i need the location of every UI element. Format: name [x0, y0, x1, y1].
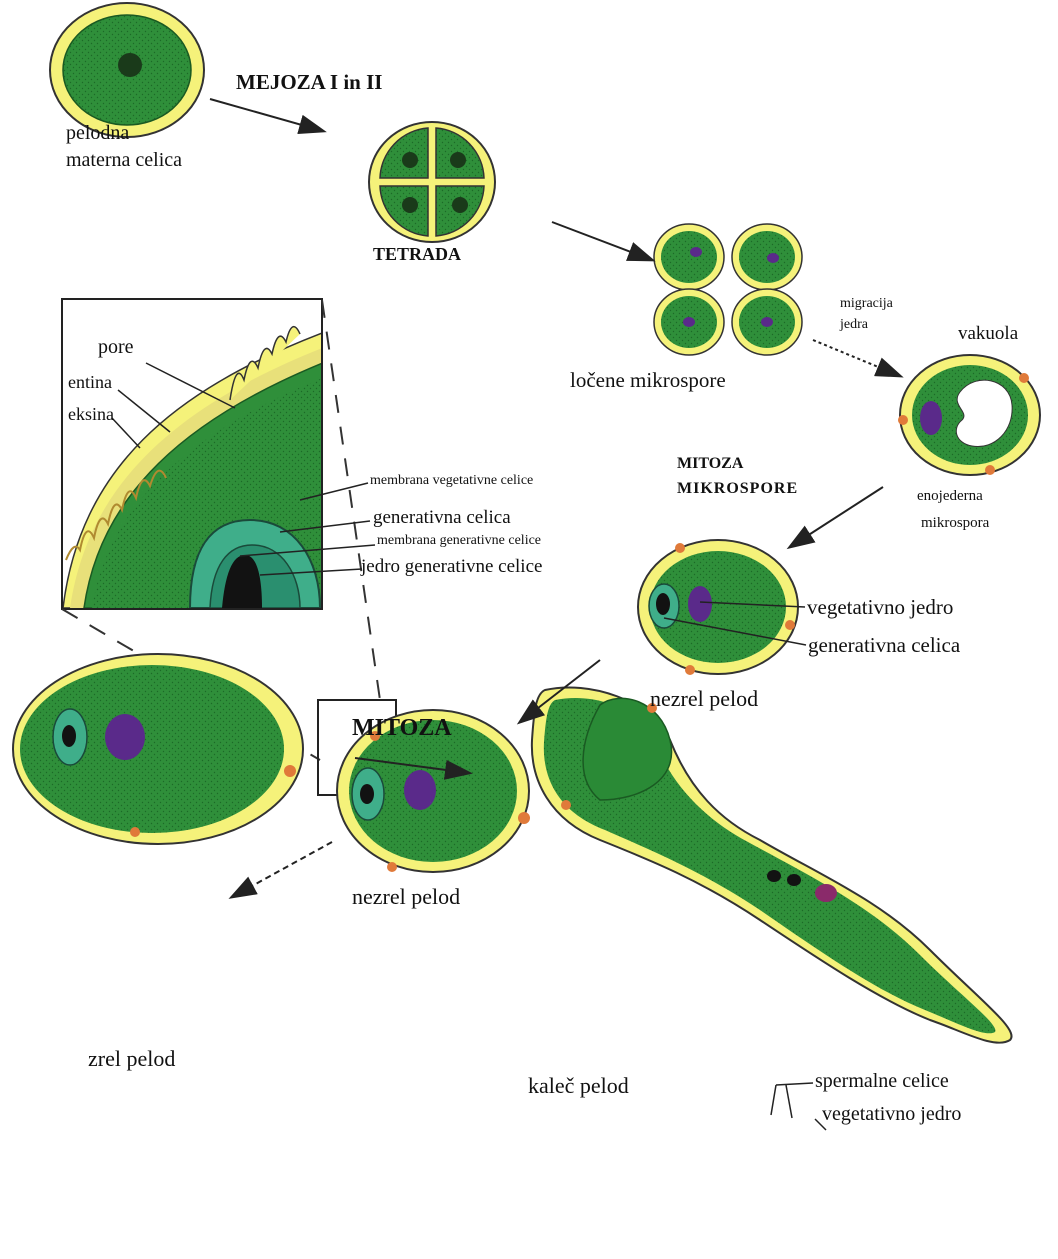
label-vacuole: vakuola: [958, 323, 1018, 345]
pollen-mother-cell: [50, 3, 204, 137]
separated-microspores: [654, 224, 802, 355]
label-intine: entina: [68, 372, 112, 393]
label-migration-2: jedra: [840, 317, 868, 333]
uninucleate-microspore: [898, 355, 1040, 475]
label-generative-membrane: membrana generativne celice: [377, 533, 541, 549]
arrow-separate: [552, 222, 652, 260]
label-mitosis-microspore-2: MIKROSPORE: [677, 480, 798, 498]
label-vegetative-membrane: membrana vegetativne celice: [370, 473, 533, 489]
mature-pollen: [13, 654, 303, 844]
label-pore: pore: [98, 336, 134, 359]
label-meiosis: MEJOZA I in II: [236, 70, 382, 94]
label-exine: eksina: [68, 404, 114, 425]
label-separated-microspores: ločene mikrospore: [570, 368, 726, 392]
arrow-to-mature: [232, 842, 332, 897]
label-tetrad: TETRADA: [373, 244, 461, 265]
germinating-pollen: [532, 687, 1012, 1042]
label-germinating-pollen: kaleč pelod: [528, 1073, 629, 1098]
label-mature-pollen: zrel pelod: [88, 1046, 175, 1071]
label-migration-1: migracija: [840, 296, 893, 312]
label-vegetative-nucleus: vegetativno jedro: [807, 595, 953, 619]
tetrad: [369, 122, 495, 242]
label-sperm-cells: spermalne celice: [815, 1070, 949, 1093]
label-generative-nucleus: jedro generativne celice: [361, 556, 542, 578]
label-vegetative-nucleus-2: vegetativno jedro: [822, 1103, 961, 1126]
label-generative-cell: generativna celica: [373, 507, 511, 529]
label-generative-cell-2: generativna celica: [808, 633, 960, 657]
arrow-meiosis: [210, 99, 323, 131]
label-uninucleate-1: enojederna: [917, 488, 983, 505]
immature-pollen-1: [638, 540, 798, 675]
arrow-mitosis-microspore: [790, 487, 883, 547]
label-mitosis-microspore-1: MITOZA: [677, 455, 743, 473]
label-immature-pollen-1: nezrel pelod: [650, 686, 758, 711]
arrow-migration: [813, 340, 900, 376]
label-mother-cell-1: pelodna: [66, 122, 129, 145]
label-immature-pollen-2: nezrel pelod: [352, 884, 460, 909]
label-mother-cell-2: materna celica: [66, 149, 182, 172]
label-uninucleate-2: mikrospora: [921, 515, 989, 532]
label-mitosis: MITOZA: [352, 715, 452, 743]
